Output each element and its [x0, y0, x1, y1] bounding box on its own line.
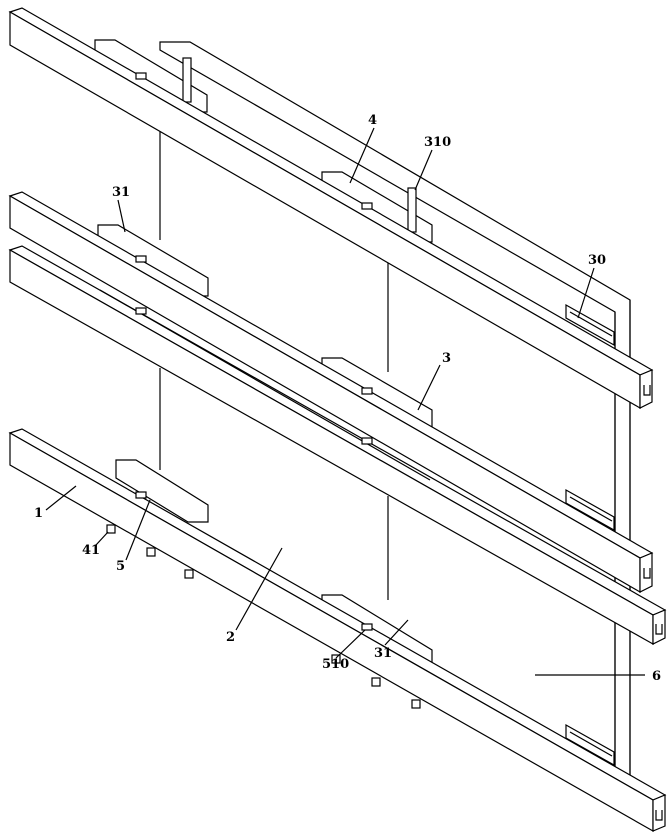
label-510: 510: [322, 657, 349, 672]
label-2: 2: [226, 630, 235, 645]
label-5: 5: [116, 559, 125, 574]
label-41: 41: [82, 543, 100, 558]
label-4: 4: [368, 113, 377, 128]
label-6: 6: [652, 669, 661, 684]
beam-top: [10, 8, 652, 408]
beam-bottom: [10, 429, 665, 831]
label-31-top: 31: [112, 185, 130, 200]
label-31-bottom: 31: [374, 646, 392, 661]
label-30: 30: [588, 253, 606, 268]
label-310: 310: [424, 135, 451, 150]
beam-upper: [10, 192, 652, 592]
label-1: 1: [34, 506, 43, 521]
label-3: 3: [442, 351, 451, 366]
